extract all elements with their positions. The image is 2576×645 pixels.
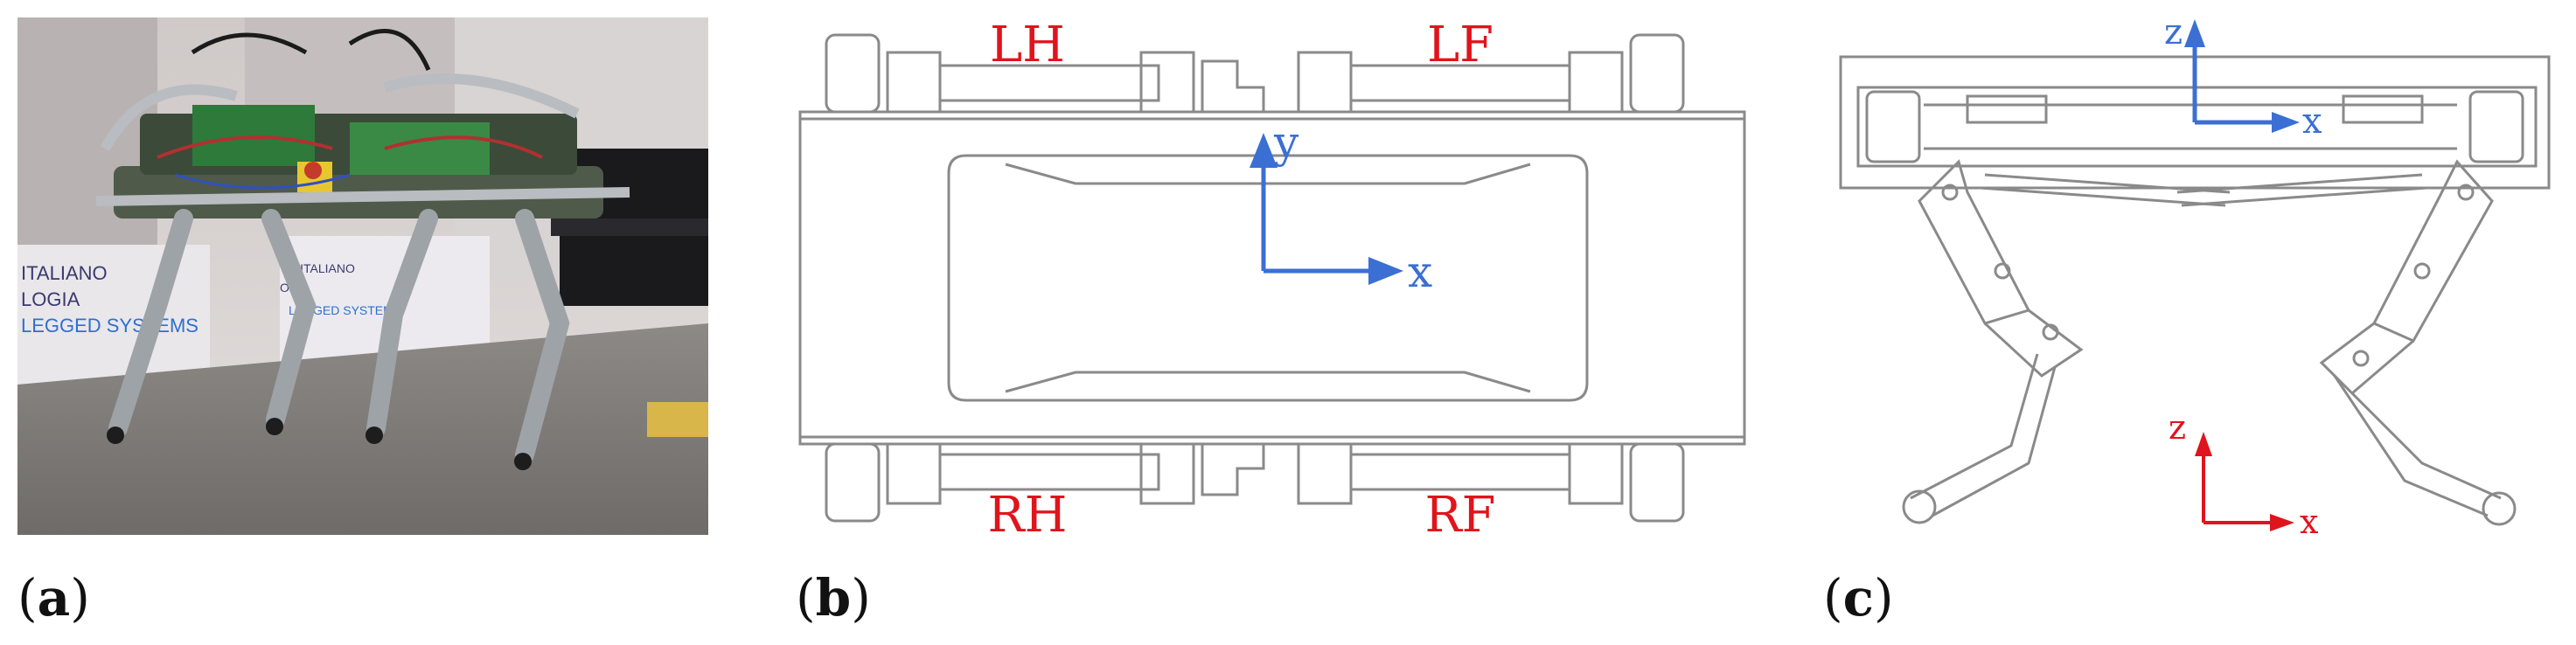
leg-label-lh: LH [990, 17, 1065, 73]
photo-sign-text: LOGIA [21, 288, 80, 310]
caption-c: (c) [1823, 568, 1894, 628]
axis-label-z-foot: z [2169, 408, 2186, 447]
robot-legs [108, 209, 570, 464]
axis-label-x: x [1408, 246, 1432, 297]
axis-label-y: y [1273, 117, 1299, 168]
robot-photo: ITALIANO LOGIA LEGGED SYSTEMS TO ITALIAN… [17, 17, 708, 535]
caption-b: (b) [796, 568, 871, 628]
axis-label-z-top: z [2164, 12, 2183, 52]
foot-frame-axes [2195, 432, 2294, 531]
top-view-diagram: LH LF RH RF y x [791, 17, 1753, 551]
axis-label-x-top: x [2302, 101, 2322, 142]
photo-sign-text: LEGGED SYSTEMS [289, 303, 401, 317]
robot-body [95, 29, 630, 218]
leg-label-rf: RF [1424, 487, 1495, 544]
body-frame-axes [2184, 19, 2300, 133]
leg-label-rh: RH [988, 487, 1068, 544]
photo-sign-text: LEGGED SYSTEMS [21, 315, 198, 336]
leg-label-lf: LF [1427, 17, 1493, 73]
axis-label-x-foot: x [2300, 503, 2318, 541]
robot-outline-top [798, 33, 1746, 523]
caption-a: (a) [17, 568, 90, 628]
body-frame-axes [1250, 133, 1403, 285]
side-view-diagram: z x z x [1828, 9, 2571, 551]
photo-sign-text: ITALIANO [21, 262, 108, 284]
robot-outline-side [1839, 55, 2551, 526]
robot-feet [107, 418, 532, 470]
